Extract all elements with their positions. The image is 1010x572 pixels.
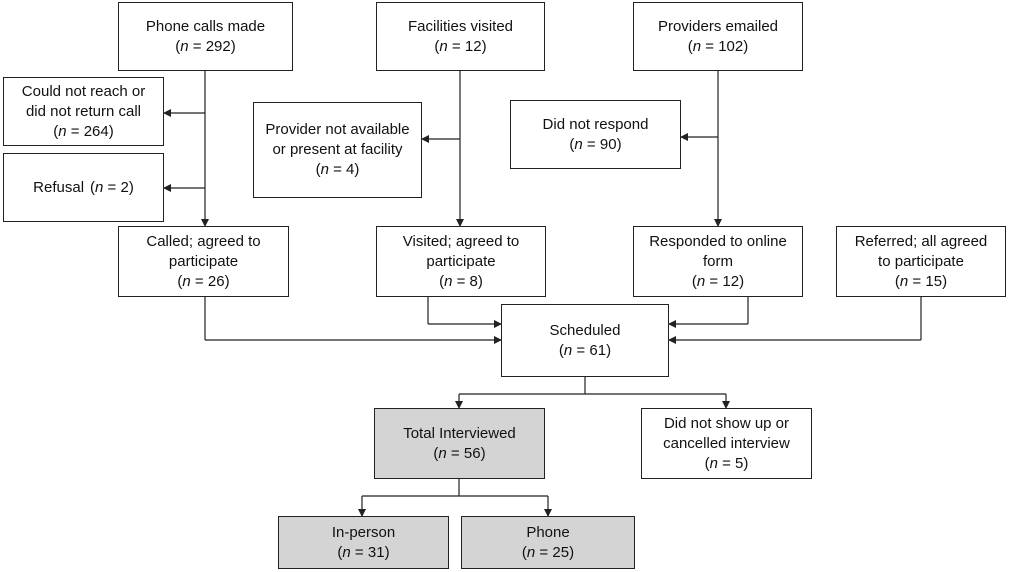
node-title: Responded to online form [649,232,787,270]
node-title: Referred; all agreed to participate [854,232,988,270]
node-count: (n = 4) [315,161,360,178]
node-provider-not-available: Provider not available or present at fac… [253,102,422,198]
node-title: Provider not available or present at fac… [265,121,410,158]
node-did-not-show: Did not show up or cancelled interview (… [641,408,812,479]
node-count: (n = 8) [439,272,483,290]
node-in-person: In-person (n = 31) [278,516,449,569]
node-count: (n = 12) [691,272,745,290]
node-title: Total Interviewed [403,424,516,442]
node-total-interviewed: Total Interviewed (n = 56) [374,408,545,479]
node-count: (n = 292) [175,37,236,55]
node-scheduled: Scheduled (n = 61) [501,304,669,377]
node-referred: Referred; all agreed to participate (n =… [836,226,1006,297]
node-could-not-reach: Could not reach or did not return call (… [3,77,164,146]
node-providers-emailed: Providers emailed (n = 102) [633,2,803,71]
node-facilities-visited: Facilities visited (n = 12) [376,2,545,71]
node-title: Called; agreed to participate [146,232,261,270]
node-title: Scheduled [549,321,621,339]
node-title: Facilities visited [407,17,514,35]
node-refusal: Refusal (n = 2) [3,153,164,222]
node-responded-online: Responded to online form (n = 12) [633,226,803,297]
node-title: Could not reach or did not return call [21,82,146,120]
node-count: (n = 5) [704,454,749,472]
node-count: (n = 90) [569,135,622,153]
node-count: (n = 31) [337,543,390,561]
node-count: (n = 15) [894,272,948,290]
node-count: (n = 264) [53,122,114,140]
node-count: (n = 102) [687,37,749,55]
node-did-not-respond: Did not respond (n = 90) [510,100,681,169]
node-title: Providers emailed [657,17,779,35]
node-title: Phone [526,523,570,541]
node-title: Visited; agreed to participate [402,232,520,270]
node-phone-calls: Phone calls made (n = 292) [118,2,293,71]
node-called-agreed: Called; agreed to participate (n = 26) [118,226,289,297]
node-count: (n = 56) [433,444,486,462]
node-count: (n = 26) [177,272,230,290]
node-count: (n = 2) [90,178,134,196]
node-visited-agreed: Visited; agreed to participate (n = 8) [376,226,546,297]
node-title: In-person [331,523,396,541]
node-title: Phone calls made [145,17,266,35]
node-title: Did not show up or cancelled interview [663,414,790,452]
node-count: (n = 25) [521,543,575,561]
node-title: Refusal [33,178,85,196]
node-title: Did not respond [542,115,649,133]
node-count: (n = 12) [434,37,487,55]
node-phone: Phone (n = 25) [461,516,635,569]
node-count: (n = 61) [558,341,612,359]
